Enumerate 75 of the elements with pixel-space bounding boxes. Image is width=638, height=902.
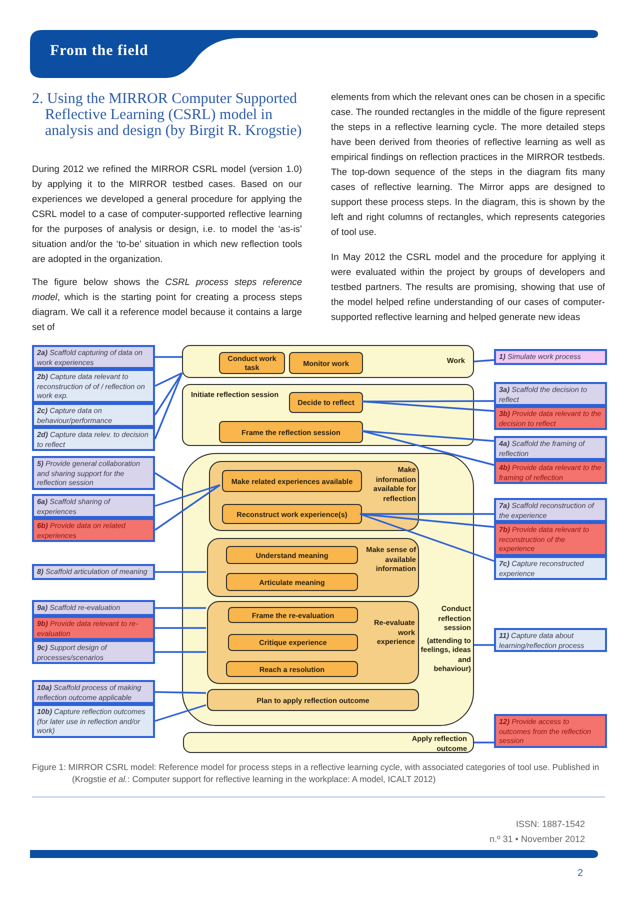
- connector-line: [362, 430, 494, 442]
- connector-line: [360, 513, 494, 562]
- process-step-box: [219, 421, 363, 443]
- connector-line: [154, 704, 206, 722]
- tool-category-box: [494, 714, 607, 748]
- connector-line: [154, 372, 183, 440]
- connector-line: [155, 651, 206, 653]
- connector-line: [154, 484, 220, 531]
- connector-line: [474, 359, 494, 362]
- tool-category-box: [494, 460, 607, 484]
- tool-category-box: [494, 382, 607, 406]
- tool-category-box: [32, 680, 155, 704]
- tool-category-box: [32, 494, 155, 518]
- connector-line: [154, 372, 182, 387]
- connector-line: [360, 513, 494, 528]
- process-step-box: [289, 392, 363, 413]
- tool-category-box: [32, 345, 155, 369]
- process-step-box: [228, 607, 358, 623]
- page-number: 2: [577, 867, 583, 881]
- sub-phase-panel: [207, 538, 419, 597]
- connector-line: [155, 607, 206, 609]
- tool-category-box: [494, 498, 607, 522]
- tool-category-box: [32, 704, 155, 738]
- tool-category-box: [494, 349, 607, 365]
- process-step-box: [228, 634, 358, 651]
- connector-line: [474, 742, 494, 744]
- process-step-box: [226, 661, 358, 677]
- process-step-box: [289, 352, 363, 374]
- body-paragraph: During 2012 we refined the MIRROR CSRL model (version 1.0) by applying it to the MIRROR testbed cases. Based on our experiences we developed a general procedure for applying the CSRL model to a case of computer-supported reflective learning for the purposes of analysis or design, i.e. to model the ‘as-is’ situation and/or the ‘to-be’ situation in which new reflection tools are adopted in the organization.: [32, 163, 302, 266]
- tool-category-box: [32, 616, 155, 640]
- tool-category-box: [32, 640, 155, 664]
- tool-category-box: [494, 556, 607, 580]
- issue-date: n.º 31 • November 2012: [490, 833, 585, 846]
- connector-line: [362, 400, 494, 412]
- connector-line: [155, 627, 206, 629]
- connector-line: [474, 644, 494, 646]
- phase-panel: [182, 345, 474, 378]
- tool-category-box: [32, 427, 155, 451]
- tool-category-box: [32, 403, 155, 427]
- connector-line: [362, 430, 494, 466]
- tool-category-box: [32, 456, 155, 490]
- connector-line: [155, 356, 182, 358]
- connector-line: [360, 513, 494, 515]
- tool-category-box: [494, 436, 607, 460]
- tool-category-box: [32, 564, 155, 580]
- tool-category-box: [494, 522, 607, 556]
- process-step-box: [222, 504, 362, 524]
- sub-phase-panel: [207, 601, 419, 684]
- body-paragraph: In May 2012 the CSRL model and the procedure for applying it were evaluated within the project by groups of developers and testbed partners. The results are promising, showing that use of the model helped refine understanding of our cases of computer-supported reflective learning and helped generate new ideas: [331, 251, 605, 324]
- connector-line: [154, 372, 183, 416]
- tool-category-box: [32, 369, 155, 403]
- tool-category-box: [494, 628, 607, 652]
- process-step-box: [219, 352, 285, 374]
- article-title: 2. Using the MIRROR Computer Supported Reflective Learning (CSRL) model in analysis and design (by Birgit R. Krogstie): [32, 91, 302, 139]
- phase-panel: [183, 732, 474, 753]
- connector-line: [362, 400, 494, 402]
- connector-line: [154, 484, 220, 507]
- process-step-box: [226, 573, 358, 591]
- tool-category-box: [32, 600, 155, 616]
- section-heading: From the field: [50, 42, 148, 61]
- phase-panel: [182, 384, 474, 446]
- body-paragraph: The figure below shows the CSRL process steps reference model, which is the starting point for creating a process steps diagram. We call it a reference model because it contains a large set of: [32, 276, 302, 334]
- process-step-box: [222, 470, 362, 492]
- connector-line: [154, 691, 206, 694]
- connector-line: [154, 472, 182, 491]
- body-paragraph: elements from which the relevant ones can be chosen in a specific case. The rounded rectangles in the middle of the figure represent the steps in a reflective learning cycle. The more detailed steps have been derived from theories of reflective learning as well as empirical findings on reflection practices in the MIRROR testbeds. The top-down sequence of the steps in the diagram fits many cases of reflective learning. The Mirror apps are designed to support these process steps. In the diagram, this is shown by the left and right columns of rectangles, which represents categories of tool use.: [331, 91, 605, 239]
- issn-text: ISSN: 1887-1542: [516, 818, 585, 831]
- sub-phase-panel: [209, 461, 419, 531]
- process-step-box: [226, 546, 358, 564]
- figure-caption: Figure 1: MIRROR CSRL model: Reference model for process steps in a reflective learning cycle, with associated categories of tool use. Published in (Krogstie et al.: Computer support for reflective learning in the workplace: A model, ICALT 2012): [32, 761, 600, 785]
- phase-panel: [182, 453, 474, 726]
- tool-category-box: [494, 406, 607, 430]
- process-step-box: [207, 689, 419, 711]
- connector-line: [155, 571, 206, 573]
- tool-category-box: [32, 518, 155, 542]
